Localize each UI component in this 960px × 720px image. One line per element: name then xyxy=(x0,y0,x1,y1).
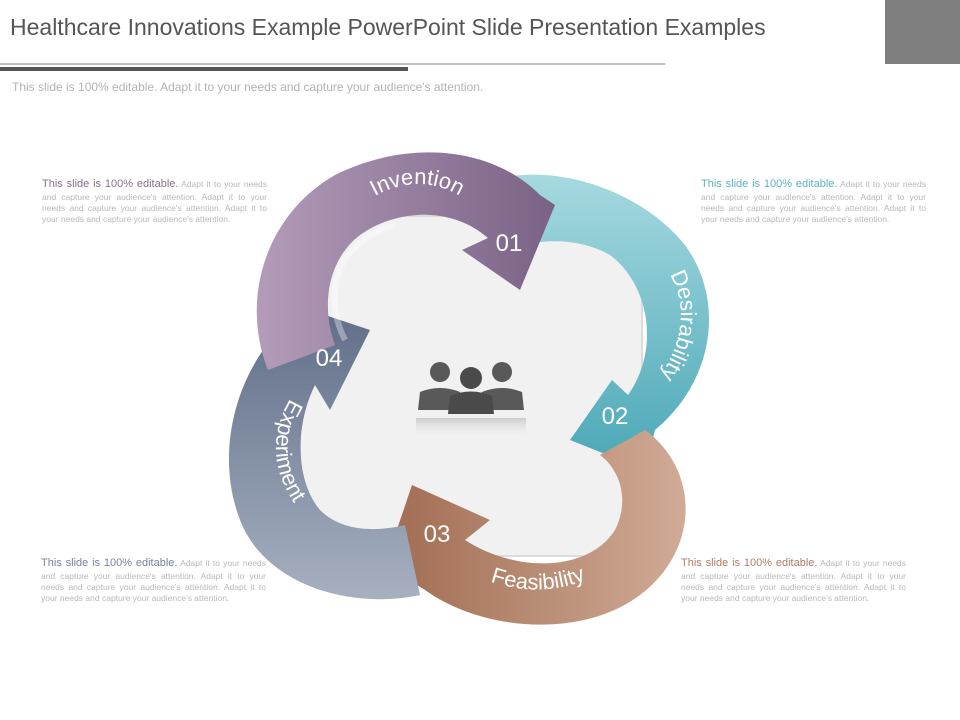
note-lead: This slide is 100% editable. xyxy=(41,557,178,569)
step-number-04: 04 xyxy=(316,345,343,372)
step-desirability-arrow xyxy=(500,174,709,471)
step-feasibility-arrow xyxy=(385,430,686,625)
slide-subtitle: This slide is 100% editable. Adapt it to… xyxy=(12,80,484,94)
title-divider-light xyxy=(0,63,665,65)
step-number-01: 01 xyxy=(496,230,523,257)
title-divider-dark xyxy=(0,67,408,71)
note-lead: This slide is 100% editable. xyxy=(42,178,179,190)
note-body: Adapt it to your needs and capture your … xyxy=(42,179,268,225)
step-experiment-arrow xyxy=(228,305,420,600)
corner-decoration xyxy=(885,0,960,64)
note-lead: This slide is 100% editable. xyxy=(681,557,818,569)
note-top-right: This slide is 100% editable. Adapt it to… xyxy=(701,177,926,226)
note-top-left: This slide is 100% editable. Adapt it to… xyxy=(42,177,267,226)
note-bottom-right: This slide is 100% editable. Adapt it to… xyxy=(681,556,906,605)
note-body: Adapt it to your needs and capture your … xyxy=(41,558,267,604)
step-number-03: 03 xyxy=(424,521,451,548)
people-group-icon xyxy=(418,362,524,414)
note-body: Adapt it to your needs and capture your … xyxy=(681,558,907,604)
note-lead: This slide is 100% editable. xyxy=(701,178,838,190)
icon-reflection xyxy=(416,418,526,440)
step-number-02: 02 xyxy=(602,403,629,430)
note-bottom-left: This slide is 100% editable. Adapt it to… xyxy=(41,556,266,605)
slide-title: Healthcare Innovations Example PowerPoin… xyxy=(10,14,766,40)
rim-highlight xyxy=(331,222,396,342)
step-invention-arrow xyxy=(256,152,555,370)
note-body: Adapt it to your needs and capture your … xyxy=(701,179,927,225)
